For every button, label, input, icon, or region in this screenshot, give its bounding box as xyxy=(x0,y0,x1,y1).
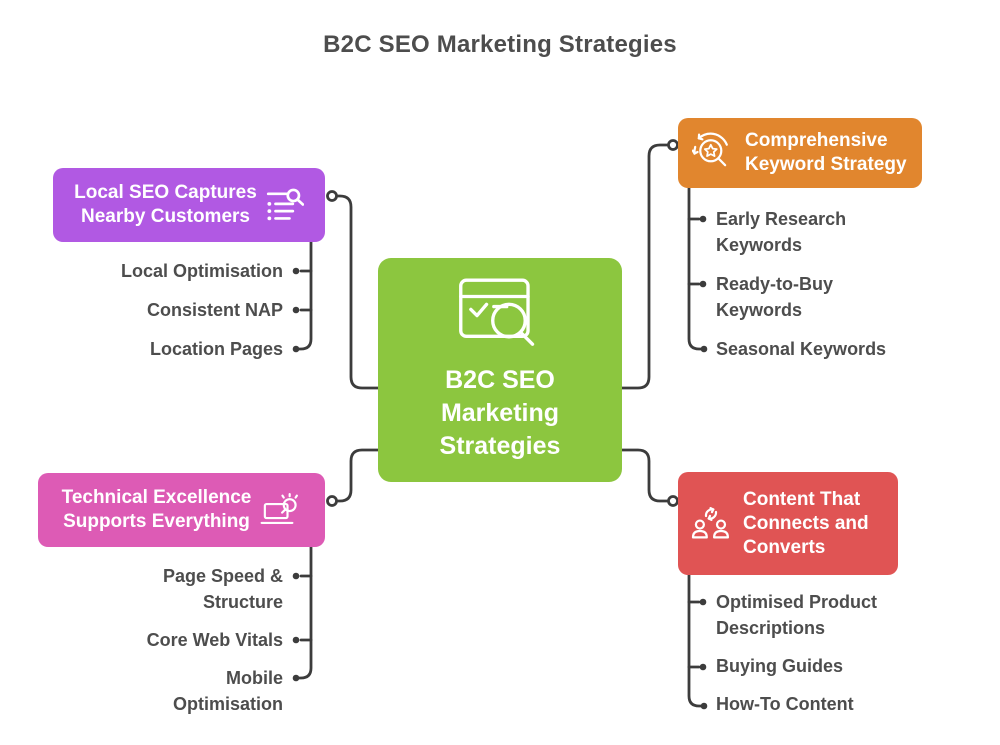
wire-technical xyxy=(335,448,380,503)
list-item: Page Speed & Structure xyxy=(162,566,283,612)
list-search-icon xyxy=(266,188,304,221)
ring-content xyxy=(667,495,679,507)
center-node-label: B2C SEO Marketing Strategies xyxy=(439,365,561,460)
stem-content xyxy=(687,573,703,708)
list-item: Buying Guides xyxy=(716,656,844,676)
branch-node-content-converts-label: Content That Connects and Converts xyxy=(743,488,869,558)
branch-node-local-seo-label: Local SEO Captures Nearby Customers xyxy=(74,182,257,227)
branch-node-technical-excellence-label: Technical Excellence Supports Everything xyxy=(61,487,252,532)
branch-node-content-converts: Content That Connects and Converts xyxy=(678,472,898,575)
list-item: Location Pages xyxy=(149,339,283,359)
list-item: Consistent NAP xyxy=(146,300,283,320)
ring-keywords xyxy=(667,139,679,151)
ring-technical xyxy=(326,495,338,507)
people-sync-icon xyxy=(691,506,729,538)
list-item: Optimised Product Descriptions xyxy=(716,592,878,638)
list-item: How-To Content xyxy=(716,694,854,714)
wire-keywords xyxy=(620,143,670,390)
list-item: Local Optimisation xyxy=(120,261,283,281)
branch-node-keyword-strategy: Comprehensive Keyword Strategy xyxy=(678,118,922,188)
wire-content xyxy=(620,448,670,503)
branch-node-technical-excellence: Technical Excellence Supports Everything xyxy=(38,473,325,547)
list-item: Early Research Keywords xyxy=(716,209,847,255)
branch-node-local-seo: Local SEO Captures Nearby Customers xyxy=(53,168,325,242)
diagram-title: B2C SEO Marketing Strategies xyxy=(323,31,677,58)
list-item: Ready-to-Buy Keywords xyxy=(716,274,834,320)
wire-local-seo xyxy=(335,194,380,390)
local-seo-items-group: Local Optimisation Consistent NAP Locati… xyxy=(121,258,283,362)
technical-excellence-items-group: Page Speed & Structure Core Web Vitals M… xyxy=(147,563,283,717)
stem-keywords xyxy=(687,186,703,351)
content-converts-items-group: Optimised Product Descriptions Buying Gu… xyxy=(716,589,877,717)
list-item: Mobile Optimisation xyxy=(172,668,283,714)
list-item: Core Web Vitals xyxy=(146,630,283,650)
keyword-strategy-items-group: Early Research Keywords Ready-to-Buy Key… xyxy=(716,206,886,362)
stem-local-seo xyxy=(297,240,313,351)
laptop-search-icon xyxy=(260,492,299,524)
stem-technical xyxy=(297,545,313,680)
browser-search-icon xyxy=(459,278,535,346)
branch-node-keyword-strategy-label: Comprehensive Keyword Strategy xyxy=(745,130,907,175)
list-item: Seasonal Keywords xyxy=(716,339,887,359)
star-search-refresh-icon xyxy=(692,132,728,167)
center-node: B2C SEO Marketing Strategies xyxy=(378,258,622,482)
ring-local-seo xyxy=(326,190,338,202)
